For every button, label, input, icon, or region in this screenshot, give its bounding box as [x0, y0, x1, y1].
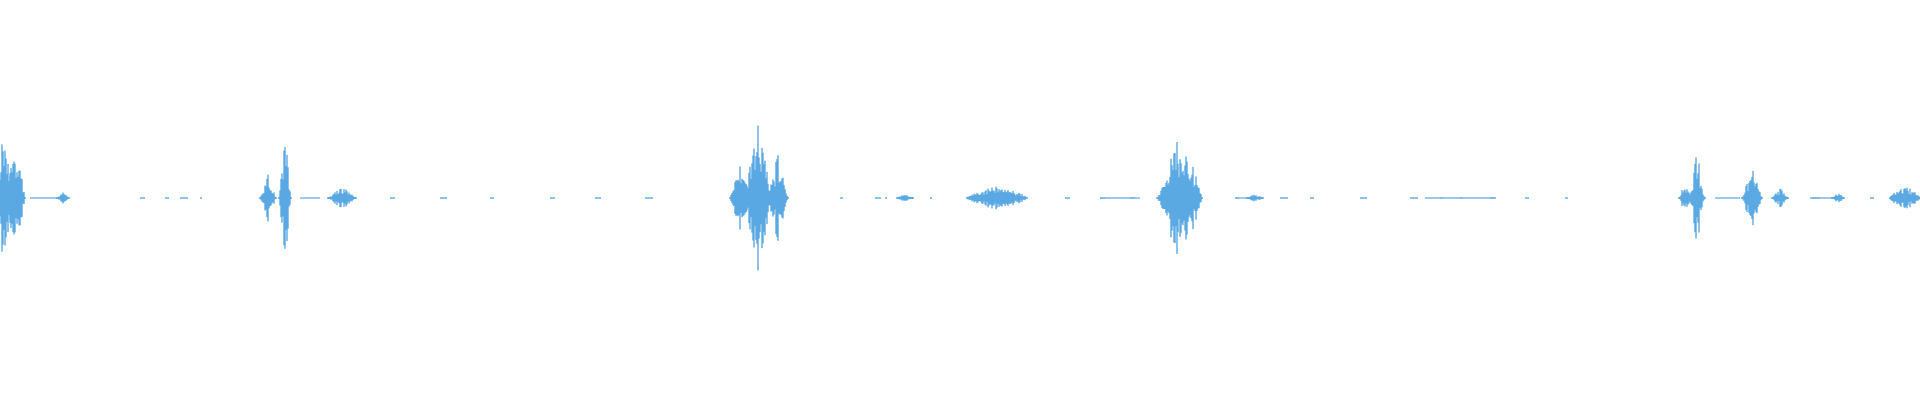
audio-waveform[interactable]: [0, 0, 1920, 400]
